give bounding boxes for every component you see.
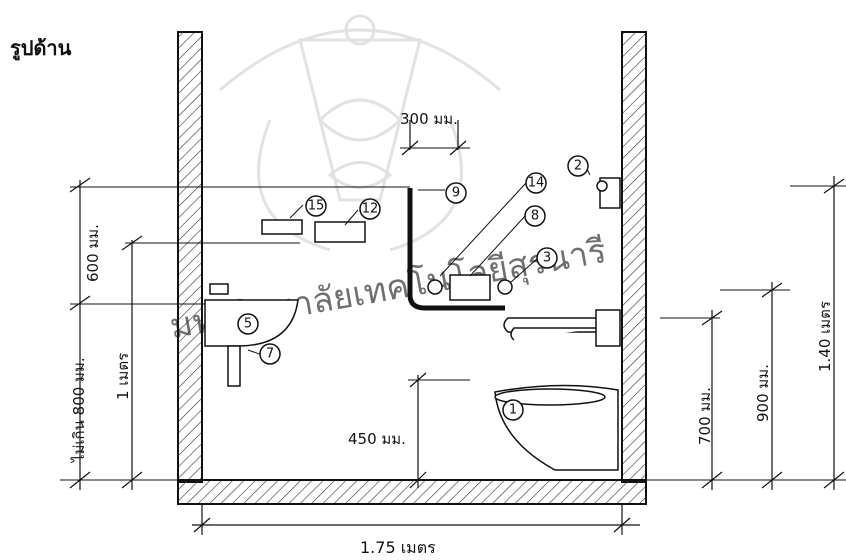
callout-number: 3 <box>543 251 551 266</box>
dim-room-width: 1.75 เมตร <box>360 538 436 556</box>
dim-upper-zone: 600 มม. <box>84 224 102 282</box>
callout-number: 7 <box>266 347 274 362</box>
guide-lines <box>60 185 846 481</box>
callout-number: 12 <box>362 202 379 217</box>
callout-number: 2 <box>574 159 582 174</box>
callout-5: 5 <box>237 313 259 335</box>
right-wall <box>621 31 647 483</box>
dim-toilet-clearance: 450 มม. <box>348 430 406 448</box>
callout-1: 1 <box>502 399 524 421</box>
dim-grab-700: 700 มม. <box>696 387 714 445</box>
dim-sink-height-max: ไม่เกิน 800 มม. <box>70 357 88 463</box>
callout-circle <box>567 155 589 177</box>
callout-circle <box>502 399 524 421</box>
callout-circle <box>237 313 259 335</box>
fixture-hook-3 <box>497 279 513 295</box>
callout-15: 15 <box>305 195 327 217</box>
floor-slab <box>177 479 647 505</box>
callout-number: 9 <box>452 186 460 201</box>
callout-12: 12 <box>359 198 381 220</box>
dim-mirror-height: 1.40 เมตร <box>816 301 834 372</box>
sink <box>204 283 299 387</box>
shelf-15 <box>261 219 303 235</box>
flip-grab-bar <box>503 309 621 347</box>
dim-sink-front: 1 เมตร <box>114 353 132 400</box>
dimension-lines <box>69 120 845 535</box>
dim-grab-bar-spacing: 300 มม. <box>400 110 458 128</box>
callout-number: 1 <box>509 403 517 418</box>
callout-number: 14 <box>528 176 545 191</box>
callout-9: 9 <box>445 182 467 204</box>
toilet-paper-holder <box>596 177 621 209</box>
fixture-hook-left <box>427 279 443 295</box>
callout-circle <box>525 172 547 194</box>
callout-circle <box>536 247 558 269</box>
view-title: รูปด้าน <box>10 36 72 62</box>
vertical-grab-bar <box>407 188 505 311</box>
callout-circle <box>359 198 381 220</box>
callout-7: 7 <box>259 343 281 365</box>
callout-number: 5 <box>244 317 252 332</box>
callout-circle <box>259 343 281 365</box>
callout-3: 3 <box>536 247 558 269</box>
dim-grab-900: 900 มม. <box>754 364 772 422</box>
left-wall <box>177 31 203 483</box>
callout-2: 2 <box>567 155 589 177</box>
callout-number: 8 <box>531 209 539 224</box>
callout-14: 14 <box>525 172 547 194</box>
mirror-8-14 <box>449 274 491 301</box>
leader-lines <box>247 147 591 358</box>
shelf-12 <box>314 221 366 243</box>
toilet <box>494 384 619 471</box>
callout-circle <box>305 195 327 217</box>
callout-number: 15 <box>308 199 325 214</box>
callout-8: 8 <box>524 205 546 227</box>
callout-circle <box>524 205 546 227</box>
callout-circle <box>445 182 467 204</box>
